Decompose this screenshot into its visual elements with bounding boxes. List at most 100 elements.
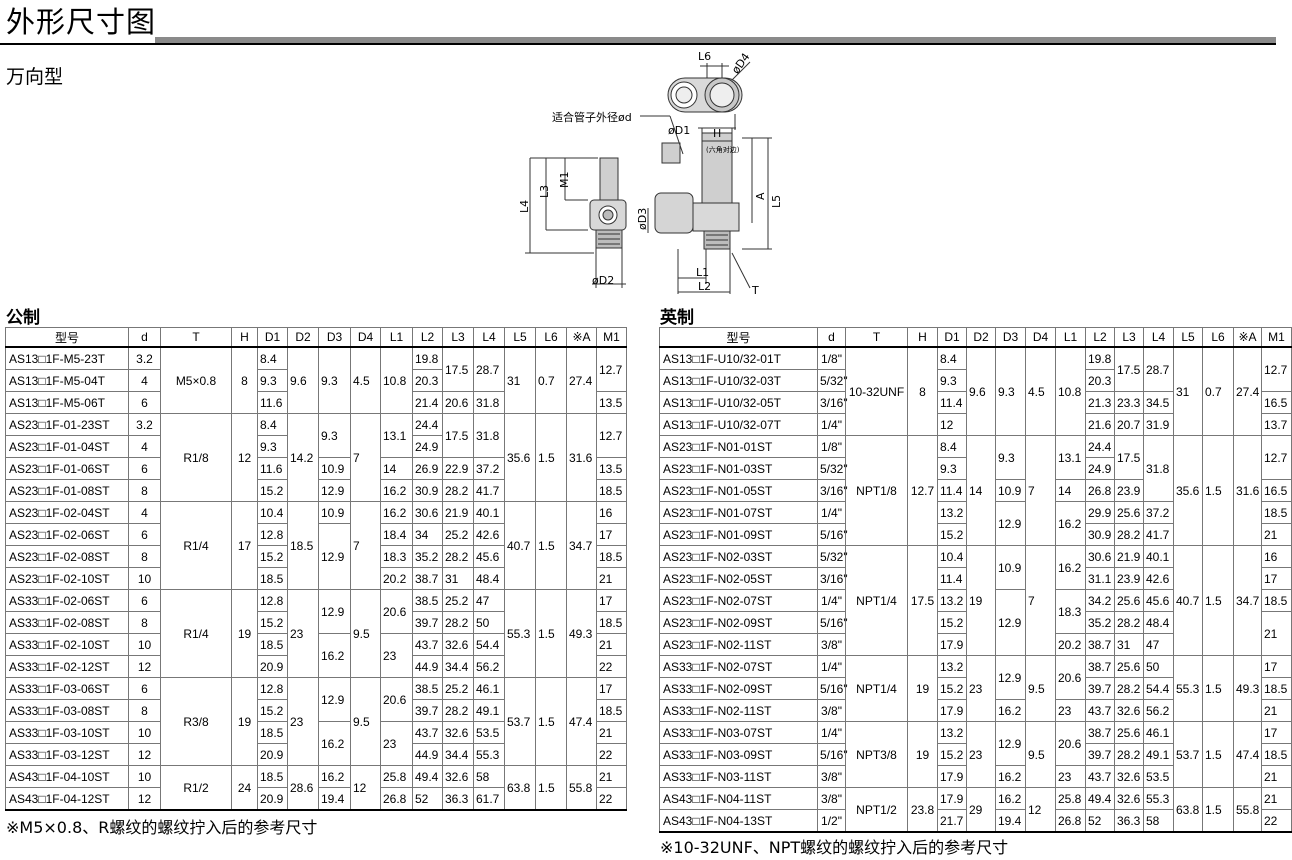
metric-value-cell: 31.8	[473, 391, 505, 414]
inch-value-cell: 52	[1085, 809, 1115, 833]
metric-value-cell: 28.2	[442, 611, 474, 634]
metric-value-cell: 13.5	[596, 391, 627, 414]
label-T: T	[751, 284, 759, 297]
inch-model-cell: AS23□1F-N02-09ST	[659, 611, 818, 634]
inch-value-cell: 21.6	[1085, 413, 1115, 436]
inch-value-cell: 38.7	[1085, 655, 1115, 678]
metric-value-cell: 46.1	[473, 677, 505, 700]
metric-header-cell: L6	[535, 327, 567, 348]
inch-value-cell: 13.2	[937, 655, 967, 678]
inch-value-cell: 9.3	[995, 435, 1026, 480]
inch-value-cell: NPT3/8	[845, 721, 908, 788]
metric-value-cell: 3.2	[128, 346, 161, 370]
metric-value-cell: 19.4	[318, 787, 351, 811]
inch-model-cell: AS33□1F-N03-11ST	[659, 765, 818, 788]
metric-value-cell: 19.8	[412, 346, 443, 370]
inch-value-cell: 3/16"	[817, 391, 848, 414]
inch-model-cell: AS33□1F-N02-07ST	[659, 655, 818, 678]
metric-header-cell: M1	[596, 327, 627, 348]
metric-model-cell: AS23□1F-02-06ST	[5, 523, 129, 546]
metric-value-cell: 35.6	[504, 413, 536, 502]
inch-value-cell: 12.9	[995, 721, 1026, 766]
metric-value-cell: 17.5	[442, 346, 474, 392]
metric-value-cell: 22	[596, 655, 627, 678]
inch-value-cell: 7	[1025, 545, 1056, 656]
inch-value-cell: 11.4	[937, 567, 967, 590]
inch-header-cell: D4	[1025, 327, 1056, 348]
inch-model-cell: AS23□1F-N01-05ST	[659, 479, 818, 502]
metric-value-cell: 9.3	[318, 346, 351, 414]
inch-value-cell: 40.7	[1173, 545, 1203, 656]
inch-header-cell: L4	[1143, 327, 1174, 348]
metric-value-cell: 9.6	[287, 346, 319, 414]
metric-value-cell: 38.7	[412, 567, 443, 590]
inch-value-cell: 55.3	[1143, 787, 1174, 810]
metric-note: ※M5×0.8、R螺纹的螺纹拧入后的参考尺寸	[6, 818, 318, 837]
inch-value-cell: 16.2	[995, 787, 1026, 810]
metric-value-cell: 23	[380, 633, 413, 678]
metric-value-cell: 1.5	[535, 765, 567, 811]
metric-value-cell: 16.2	[380, 501, 413, 524]
inch-value-cell: 23.8	[907, 787, 938, 833]
inch-value-cell: 26.8	[1085, 479, 1115, 502]
inch-value-cell: NPT1/8	[845, 435, 908, 546]
inch-value-cell: 0.7	[1202, 346, 1234, 436]
metric-value-cell: 21	[596, 567, 627, 590]
inch-value-cell: 10-32UNF	[845, 346, 908, 436]
inch-value-cell: 27.4	[1233, 346, 1262, 436]
metric-value-cell: 7	[350, 413, 381, 502]
inch-value-cell: 12.7	[1261, 346, 1292, 392]
inch-value-cell: 16	[1261, 545, 1292, 568]
metric-value-cell: 8	[128, 479, 161, 502]
metric-value-cell: 9.3	[318, 413, 351, 458]
inch-value-cell: 63.8	[1173, 787, 1203, 833]
inch-value-cell: 35.6	[1173, 435, 1203, 546]
metric-value-cell: 18.5	[257, 567, 288, 590]
metric-value-cell: 13.1	[380, 413, 413, 458]
inch-value-cell: 5/32"	[817, 369, 848, 392]
inch-value-cell: 29.9	[1085, 501, 1115, 524]
inch-value-cell: 1.5	[1202, 545, 1234, 656]
metric-value-cell: 45.6	[473, 545, 505, 568]
inch-heading: 英制	[660, 308, 694, 328]
metric-value-cell: 47	[473, 589, 505, 612]
metric-value-cell: 11.6	[257, 457, 288, 480]
inch-value-cell: 3/16"	[817, 479, 848, 502]
inch-value-cell: 3/16"	[817, 567, 848, 590]
metric-value-cell: 21	[596, 721, 627, 744]
metric-value-cell: 12	[231, 413, 258, 502]
metric-value-cell: 21	[596, 765, 627, 788]
inch-value-cell: 32.6	[1114, 787, 1144, 810]
metric-value-cell: 10.9	[318, 501, 351, 524]
metric-value-cell: 22	[596, 787, 627, 811]
inch-value-cell: 31.9	[1143, 413, 1174, 436]
inch-model-cell: AS23□1F-N02-03ST	[659, 545, 818, 568]
metric-model-cell: AS33□1F-02-08ST	[5, 611, 129, 634]
inch-value-cell: 58	[1143, 809, 1174, 833]
metric-header-cell: L2	[412, 327, 443, 348]
metric-value-cell: 35.2	[412, 545, 443, 568]
inch-value-cell: 28.2	[1114, 523, 1144, 546]
inch-value-cell: 15.2	[937, 743, 967, 766]
metric-value-cell: 12.8	[257, 677, 288, 700]
inch-value-cell: 30.6	[1085, 545, 1115, 568]
metric-value-cell: 32.6	[442, 633, 474, 656]
inch-value-cell: 25.8	[1055, 787, 1086, 810]
inch-model-cell: AS23□1F-N01-01ST	[659, 435, 818, 458]
metric-value-cell: 37.2	[473, 457, 505, 480]
inch-value-cell: 17	[1261, 721, 1292, 744]
metric-value-cell: 34.4	[442, 743, 474, 766]
metric-value-cell: 41.7	[473, 479, 505, 502]
metric-model-cell: AS13□1F-M5-23T	[5, 346, 129, 370]
inch-header-cell: D3	[995, 327, 1026, 348]
metric-value-cell: 18.5	[257, 633, 288, 656]
metric-value-cell: R1/4	[160, 501, 232, 590]
